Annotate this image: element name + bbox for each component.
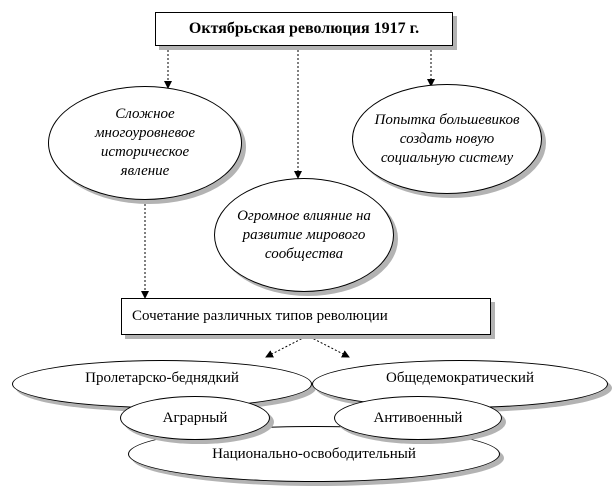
revolution-type-agrarian: Аграрный [120,396,270,440]
characteristic-world-influence: Огромное влияние на развитие мирового со… [214,178,394,292]
revolution-type-label: Пролетарско-беднядкий [85,369,239,386]
connector-combination-to-left [265,336,306,358]
revolution-type-label: Антивоенный [373,409,463,426]
characteristic-text: Сложное многоуровневое историческое явле… [94,106,196,179]
revolution-type-antiwar: Антивоенный [334,396,502,440]
connector-combination-to-right [309,336,350,358]
root-title-box: Октябрьская революция 1917 г. [155,12,453,46]
combination-text: Сочетание различных типов революции [132,308,388,324]
revolution-type-label: Национально-освободительный [212,445,416,462]
characteristic-complex-phenomenon: Сложное многоуровневое историческое явле… [48,86,242,200]
revolution-type-label: Общедемократический [386,369,534,386]
characteristic-text: Огромное влияние на развитие мирового со… [237,207,371,262]
combination-box: Сочетание различных типов революции [121,298,491,335]
characteristic-text: Попытка большевиков создать новую социал… [374,111,520,166]
revolution-type-label: Аграрный [162,409,228,426]
characteristic-bolshevik-attempt: Попытка большевиков создать новую социал… [352,84,542,194]
root-title: Октябрьская революция 1917 г. [188,20,420,37]
